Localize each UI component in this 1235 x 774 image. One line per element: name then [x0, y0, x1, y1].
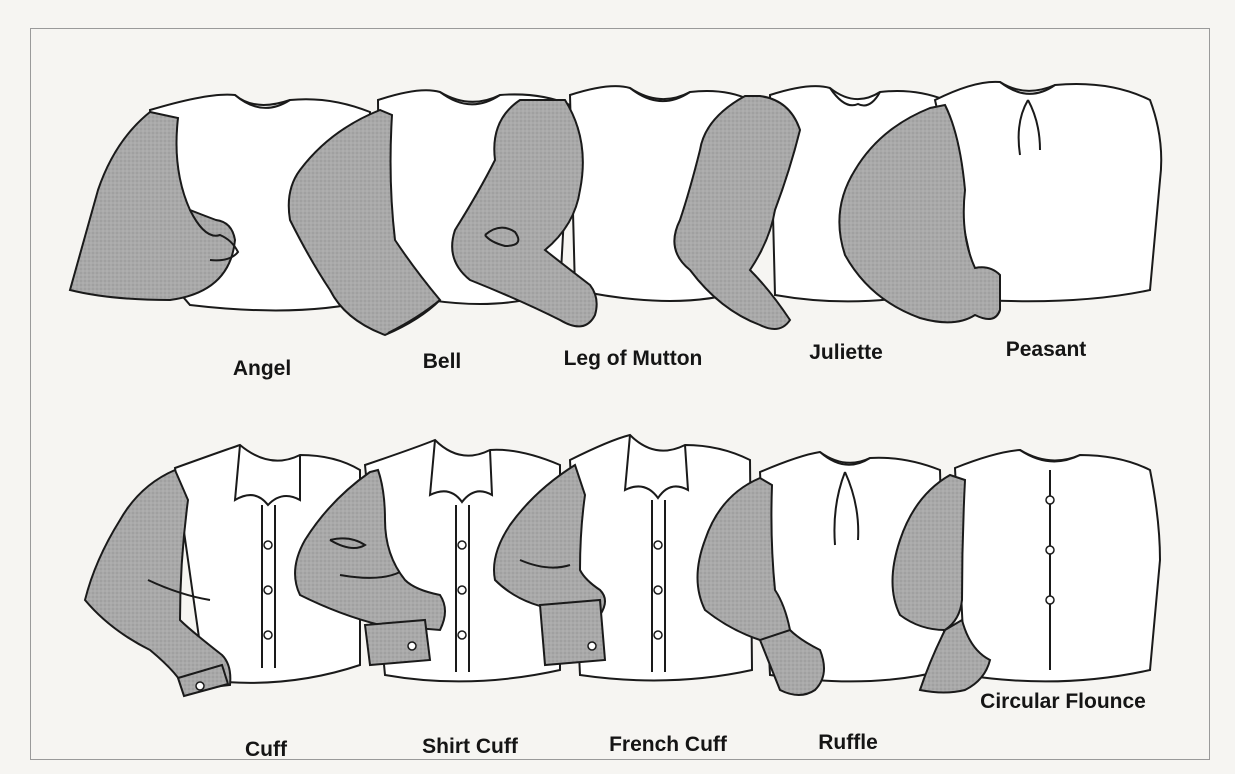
label-cuff: Cuff — [245, 738, 287, 762]
label-bell: Bell — [423, 350, 462, 374]
label-ruffle: Ruffle — [818, 731, 878, 755]
label-angel: Angel — [233, 357, 291, 381]
label-shirt-cuff: Shirt Cuff — [422, 735, 518, 759]
french-cuff-band — [540, 600, 605, 665]
circular-flounce-sleeve-illustration — [893, 450, 1161, 693]
label-french-cuff: French Cuff — [609, 733, 727, 757]
circular-flounce-blouse-body — [955, 450, 1160, 681]
label-juliette: Juliette — [809, 341, 883, 365]
label-peasant: Peasant — [1006, 338, 1087, 362]
label-circular-flounce: Circular Flounce — [980, 690, 1146, 714]
label-leg-of-mutton: Leg of Mutton — [564, 347, 703, 371]
shirt-cuff-band — [365, 620, 430, 665]
